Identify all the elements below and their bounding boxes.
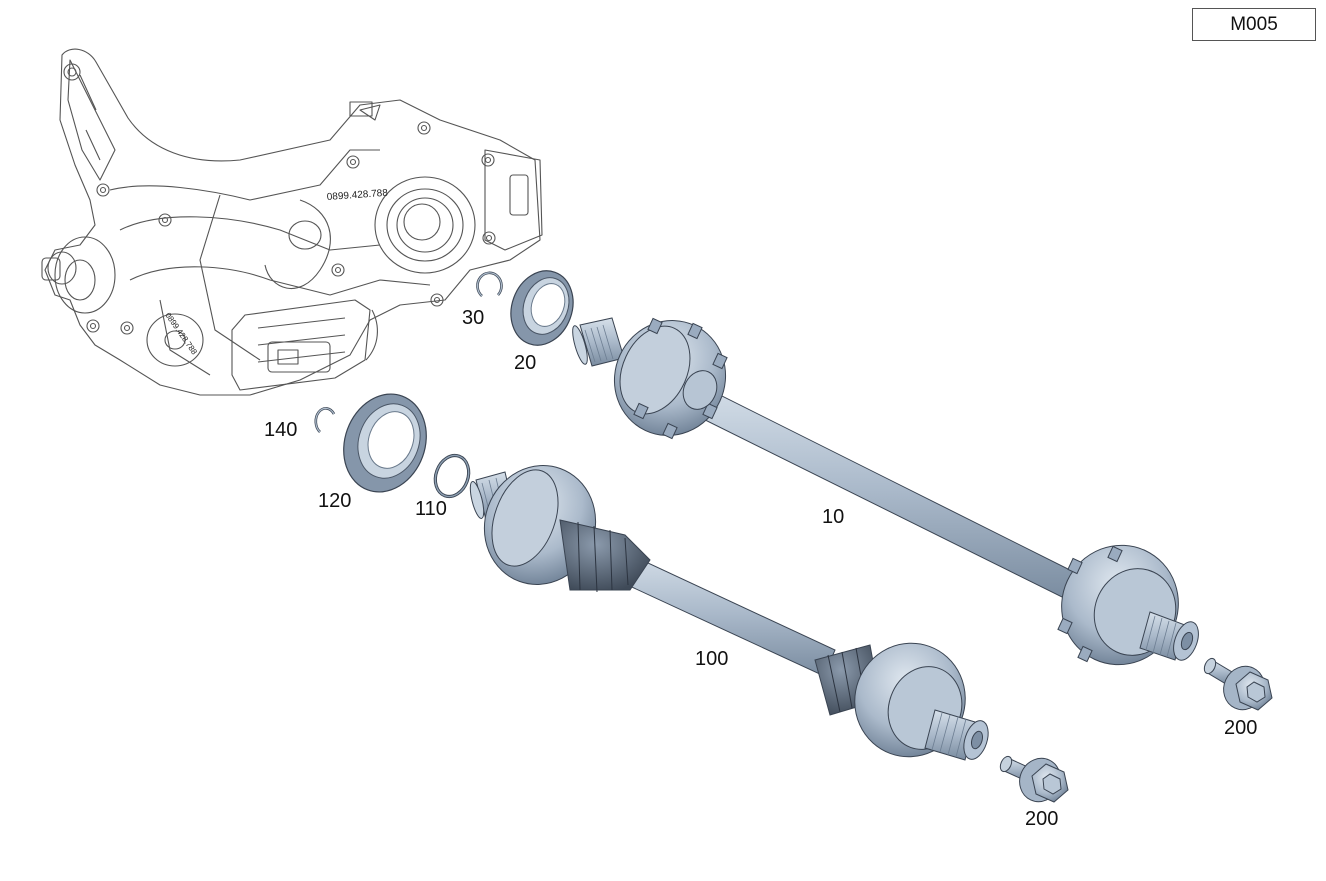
- housing-engravings: 0899.428.788 0899.428.788: [163, 188, 388, 357]
- o-ring-110: [433, 453, 471, 499]
- shaft-100-outer-spline: [924, 709, 976, 761]
- shaft-10-bar: [674, 379, 1081, 601]
- drive-shaft-100: [469, 465, 989, 761]
- callout-200-lower: 200: [1025, 808, 1059, 830]
- callout-120: 120: [318, 490, 352, 512]
- callout-140: 140: [264, 419, 298, 441]
- bolt-200-lower: [999, 755, 1069, 803]
- callout-10: 10: [822, 506, 845, 528]
- callout-100: 100: [695, 648, 729, 670]
- callout-30: 30: [462, 307, 485, 329]
- callout-20: 20: [514, 352, 537, 374]
- rear-axle-differential-housing: [41, 48, 543, 396]
- engraving-side: 0899.428.788: [163, 311, 199, 357]
- callout-110: 110: [415, 498, 447, 520]
- circlip-30: [476, 271, 503, 297]
- bolt-200-upper: [1203, 657, 1273, 711]
- callout-200-upper: 200: [1224, 717, 1258, 739]
- shaft-seal-120: [343, 393, 427, 493]
- shaft-seal-20: [510, 270, 574, 346]
- reference-code-box: M005: [1192, 8, 1316, 41]
- engraving-main: 0899.428.788: [326, 188, 388, 203]
- shaft-100-inner-boot: [559, 519, 651, 591]
- drive-shaft-10: [572, 317, 1199, 666]
- circlip-140: [314, 407, 336, 433]
